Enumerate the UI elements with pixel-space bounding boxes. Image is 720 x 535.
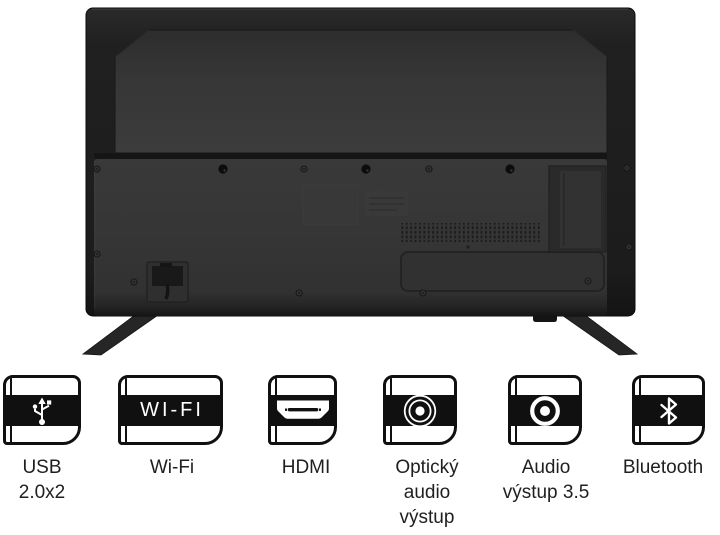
- audio-jack-glyph: [530, 395, 560, 426]
- icon-band: [386, 394, 454, 427]
- tv-back-illustration: [81, 7, 639, 356]
- audio-jack-icon: [508, 375, 582, 445]
- feature-label-audio-jack: Audio výstup 3.5: [502, 457, 590, 503]
- optical-audio-glyph: [403, 394, 437, 427]
- icon-band: [511, 395, 579, 426]
- feature-label-hdmi: HDMI: [281, 457, 331, 478]
- port-recess: [400, 251, 605, 292]
- screws: [93, 164, 633, 297]
- usb-icon: [3, 375, 81, 445]
- icon-band: WI-FI: [121, 395, 220, 426]
- icon-band: [635, 395, 702, 426]
- feature-label-optical-audio: Optický audio výstup: [395, 457, 459, 528]
- rating-label: [302, 184, 408, 226]
- optical-audio-icon: [383, 375, 457, 445]
- tv-inset-panel: [114, 29, 608, 154]
- bluetooth-glyph: [659, 396, 677, 425]
- vent-grille: [400, 223, 540, 242]
- wifi-glyph-text: WI-FI: [140, 399, 204, 421]
- feature-label-usb: USB 2.0x2: [18, 457, 66, 503]
- hdmi-icon: [268, 375, 337, 445]
- icon-band: [6, 395, 78, 426]
- ir-sensor-nub: [533, 315, 557, 322]
- feature-label-wifi: Wi-Fi: [149, 457, 195, 478]
- hdmi-glyph: [276, 400, 329, 419]
- power-cord-recess: [146, 261, 189, 303]
- usb-glyph: [32, 397, 52, 425]
- port-cover-panel: [548, 165, 607, 253]
- wifi-icon: WI-FI: [118, 375, 223, 445]
- bluetooth-icon: [632, 375, 705, 445]
- panel-seam: [94, 153, 607, 159]
- feature-label-bluetooth: Bluetooth: [622, 457, 704, 478]
- icon-band: [271, 395, 334, 426]
